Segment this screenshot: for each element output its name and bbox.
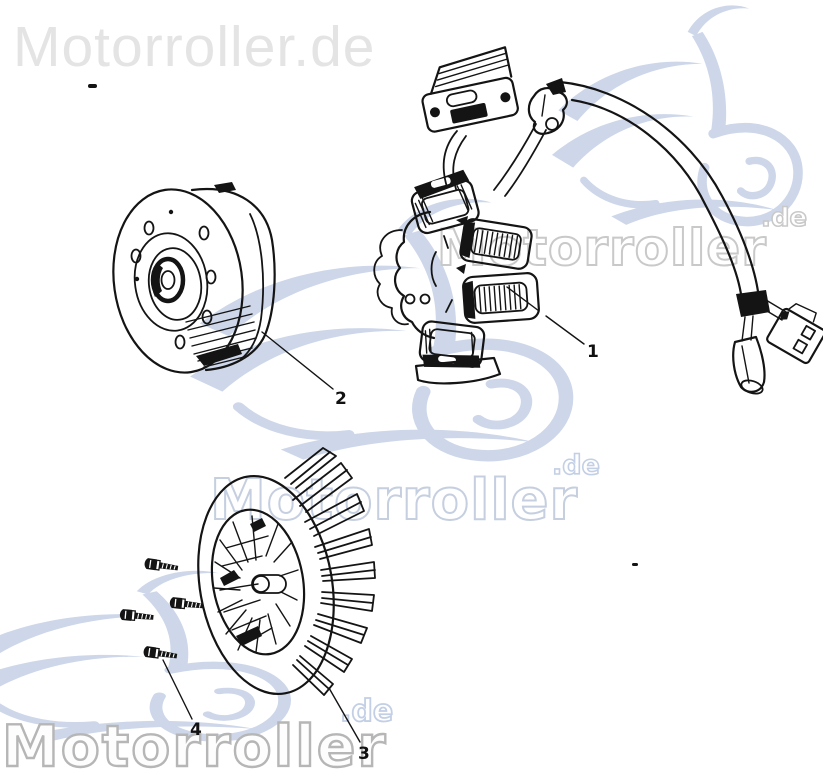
bullet-terminal bbox=[732, 315, 766, 395]
stator-drawing bbox=[373, 46, 823, 395]
part-label-1: 1 bbox=[587, 342, 599, 362]
screw-3 bbox=[118, 608, 155, 624]
cable-connector-right bbox=[761, 299, 823, 365]
stator-coil-right-upper bbox=[459, 218, 533, 270]
leader-line-3 bbox=[328, 687, 361, 743]
watermark-text-right: Motorroller bbox=[437, 219, 767, 277]
part-label-4: 4 bbox=[190, 720, 202, 740]
screw-2 bbox=[168, 596, 205, 612]
watermark-de-bottom: .de bbox=[340, 694, 393, 729]
part-label-2: 2 bbox=[335, 389, 347, 409]
watermark-de-center: .de bbox=[552, 450, 600, 481]
flywheel-rotor-drawing bbox=[112, 182, 276, 374]
scan-artifact bbox=[88, 84, 638, 566]
watermark-scooter-logo-top-right bbox=[552, 5, 798, 224]
stator-wire-top bbox=[442, 130, 467, 190]
stator-coil-right-lower bbox=[462, 272, 540, 324]
cable-boot bbox=[527, 78, 568, 135]
leader-line-1 bbox=[506, 286, 585, 345]
watermark-text-center: Motorroller bbox=[210, 468, 578, 533]
fan-wheel-drawing bbox=[197, 447, 376, 696]
screw-1 bbox=[143, 557, 180, 574]
stator-wire-right bbox=[493, 123, 547, 197]
main-cable bbox=[558, 80, 761, 302]
watermark-text-top-left: Motorroller.de bbox=[13, 15, 376, 79]
leader-line-4 bbox=[162, 659, 193, 720]
leader-line-2 bbox=[261, 331, 334, 390]
watermark-de-right: .de bbox=[761, 203, 807, 233]
part-label-3: 3 bbox=[358, 744, 370, 764]
wiring-connector-top bbox=[421, 46, 519, 133]
watermark-text-bottom: Motorroller bbox=[2, 714, 388, 779]
